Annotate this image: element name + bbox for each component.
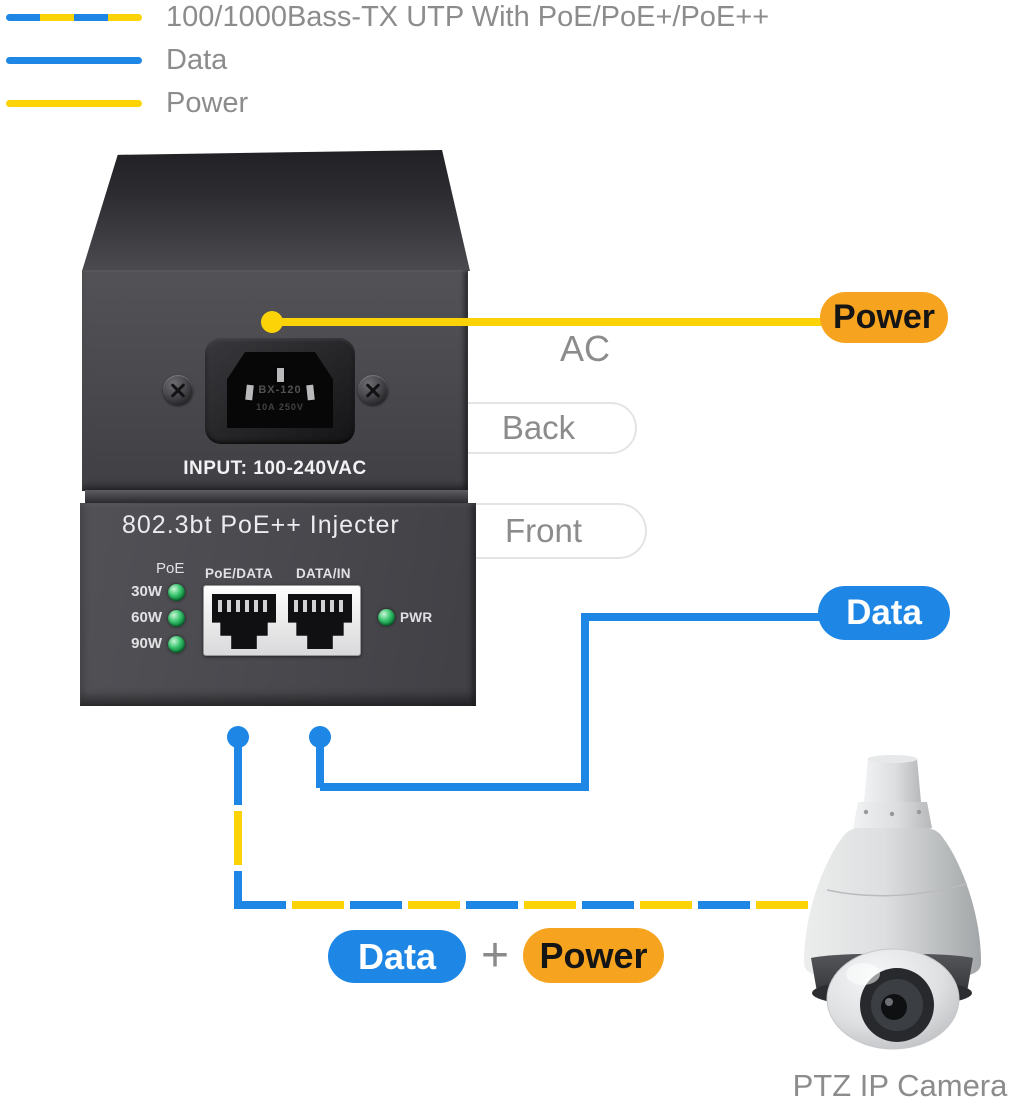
led-30w-icon [168, 584, 185, 601]
pwr-label: PWR [400, 610, 433, 625]
data-line-stub [316, 740, 324, 788]
rj45-pins-icon [294, 600, 346, 612]
rj45-port-bezel [203, 585, 361, 656]
ac-label: AC [559, 328, 610, 369]
socket-marking-rating: 10A 250V [256, 402, 304, 412]
legend-label-power: Power [166, 87, 249, 119]
input-voltage-label: INPUT: 100-240VAC [183, 458, 367, 479]
data-badge: Data [818, 586, 950, 640]
led-label-90w: 90W [131, 635, 162, 652]
data-power-line-vertical [234, 737, 242, 909]
ac-inlet-socket: BX-120 10A 250V [227, 352, 333, 428]
data-in-port-dot [309, 726, 331, 748]
power-source-dot [261, 311, 283, 333]
back-pill: Back [440, 402, 637, 454]
power-badge: Power [820, 292, 948, 343]
plus-sign: + [480, 929, 510, 982]
poe-data-port-dot [227, 726, 249, 748]
screw-icon-right [358, 375, 388, 405]
socket-marking-model: BX-120 [258, 384, 302, 396]
screw-icon-left [163, 375, 193, 405]
legend-label-data: Data [166, 44, 228, 76]
pwr-led-icon [378, 609, 395, 626]
led-label-30w: 30W [131, 583, 162, 600]
back-pill-label: Back [501, 409, 576, 446]
data-badge-label: Data [846, 593, 922, 632]
rj45-port-poe-data [212, 594, 276, 649]
bottom-data-badge-label: Data [357, 935, 437, 977]
legend-line-data-power-icon [6, 14, 142, 21]
data-line-vertical [581, 613, 589, 791]
camera-label: PTZ IP Camera [792, 1068, 1008, 1103]
injector-model-title: 802.3bt PoE++ Injecter [122, 511, 400, 539]
data-line-horizontal-top [585, 613, 822, 621]
led-label-60w: 60W [131, 609, 162, 626]
rj45-pins-icon [218, 600, 270, 612]
bottom-data-badge: Data [328, 930, 466, 983]
front-pill-label: Front [504, 512, 583, 549]
led-60w-icon [168, 610, 185, 627]
data-line-horizontal-bottom [320, 783, 585, 791]
rj45-port-data-in [288, 594, 352, 649]
injector-top-surface [82, 150, 470, 271]
port-label-poe-data: PoE/DATA [205, 566, 273, 581]
ac-pin-earth [277, 368, 284, 382]
poe-led-group-label: PoE [156, 560, 185, 577]
bottom-power-badge-label: Power [539, 934, 648, 976]
ptz-camera-illustration [804, 755, 981, 1050]
legend-label-utp: 100/1000Bass-TX UTP With PoE/PoE+/PoE++ [166, 1, 770, 33]
port-label-data-in: DATA/IN [296, 566, 351, 581]
data-power-line-horizontal [234, 901, 810, 909]
legend-line-power-icon [6, 100, 142, 107]
injector-edge-lip [85, 490, 468, 503]
led-90w-icon [168, 636, 185, 653]
power-callout-line [270, 318, 822, 326]
power-badge-label: Power [832, 298, 936, 336]
legend-line-data-icon [6, 57, 142, 64]
bottom-power-badge: Power [523, 928, 664, 983]
